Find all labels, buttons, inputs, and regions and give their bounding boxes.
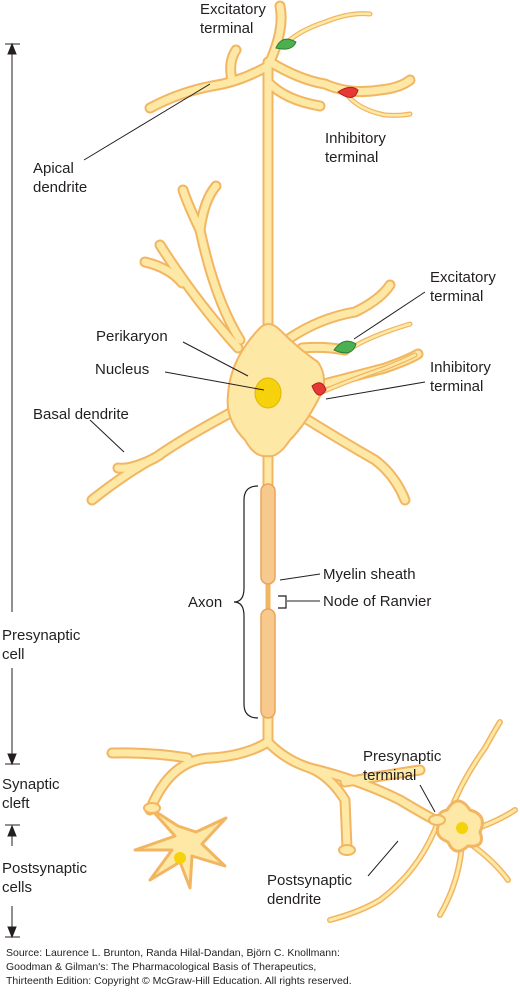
terminal-postsynaptic-right: [428, 814, 446, 826]
postsynaptic-cell-left: [133, 806, 228, 890]
label-postsynaptic-cells: Postsynaptic cells: [2, 860, 88, 896]
myelin-segment-1: [260, 483, 276, 585]
label-myelin-sheath: Myelin sheath: [323, 566, 416, 583]
label-basal-dendrite: Basal dendrite: [33, 406, 129, 423]
label-presynaptic-cell: Presynaptic cell: [2, 627, 81, 663]
source-credit: Source: Laurence L. Brunton, Randa Hilal…: [6, 947, 352, 987]
label-nucleus: Nucleus: [95, 361, 150, 378]
synaptic-terminals: [143, 11, 446, 856]
label-postsynaptic-dendrite: Postsynaptic dendrite: [267, 872, 353, 908]
label-axon: Axon: [188, 594, 223, 611]
label-presynaptic-terminal: Presynaptic terminal: [363, 748, 442, 784]
terminal-postsynaptic-left: [143, 802, 161, 814]
label-apical-dendrite: Apical dendrite: [33, 160, 88, 196]
process-fill: [88, 2, 439, 852]
excitatory-terminal-mid: [333, 321, 413, 354]
myelin-segment-2: [260, 608, 276, 719]
label-inhibitory-terminal-mid: Inhibitory terminal: [430, 359, 491, 395]
inhibitory-terminal-mid: [311, 352, 418, 396]
label-perikaryon: Perikaryon: [96, 328, 168, 345]
inhibitory-terminal-top: [337, 86, 413, 118]
terminal-postsynaptic-mid: [338, 844, 356, 856]
label-node-of-ranvier: Node of Ranvier: [323, 593, 432, 610]
axon-brace: [233, 485, 287, 719]
excitatory-terminal-top: [275, 11, 373, 50]
label-excitatory-terminal-top: Excitatory terminal: [200, 1, 266, 37]
label-synaptic-cleft: Synaptic cleft: [2, 776, 60, 812]
label-inhibitory-terminal-top: Inhibitory terminal: [325, 130, 386, 166]
nucleus-shape: [254, 377, 282, 409]
axon: [260, 483, 276, 719]
postsynaptic-cells: [133, 719, 518, 923]
dimension-arrows: [5, 42, 20, 939]
leader-lines: [83, 83, 436, 877]
label-excitatory-terminal-mid: Excitatory terminal: [430, 269, 496, 305]
